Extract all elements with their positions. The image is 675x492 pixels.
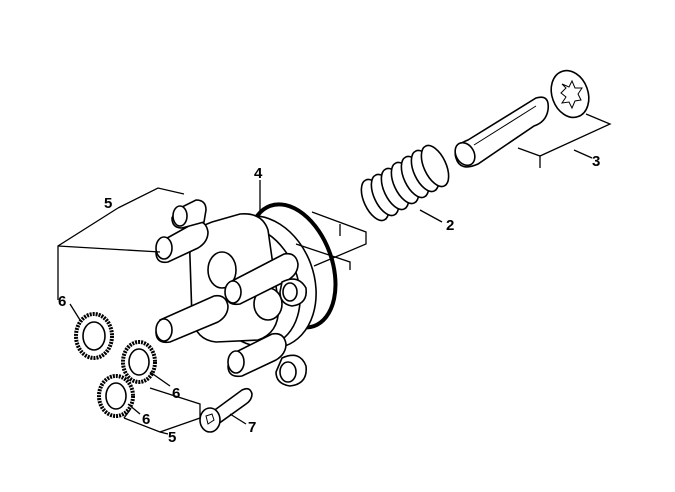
callout-5-lower: 5 <box>168 429 176 446</box>
callout-4: 4 <box>254 165 263 182</box>
seal-ring-part <box>74 312 114 360</box>
callout-2: 2 <box>446 217 454 234</box>
cap-screw-part <box>199 387 253 433</box>
seal-ring-part <box>97 374 135 418</box>
hub-stud <box>275 354 307 387</box>
hub-stud <box>171 199 207 229</box>
hub-stud <box>155 220 209 264</box>
spring-part <box>360 144 450 222</box>
seal-ring-part <box>121 340 157 384</box>
callout-6-lower: 6 <box>142 411 150 428</box>
callout-5-upper: 5 <box>104 195 112 212</box>
callout-6-upper: 6 <box>58 293 66 310</box>
pin-part <box>454 96 550 168</box>
leader-lines <box>57 113 612 435</box>
callout-3: 3 <box>592 153 600 170</box>
hub-stud <box>155 294 229 344</box>
hub-stud <box>227 332 287 378</box>
retaining-clip-part <box>550 69 590 119</box>
hub-stud <box>279 278 308 307</box>
hub-stud <box>224 252 299 306</box>
callout-7: 7 <box>248 419 256 436</box>
hub-body-part <box>155 199 317 387</box>
callout-6-middle: 6 <box>172 385 180 402</box>
